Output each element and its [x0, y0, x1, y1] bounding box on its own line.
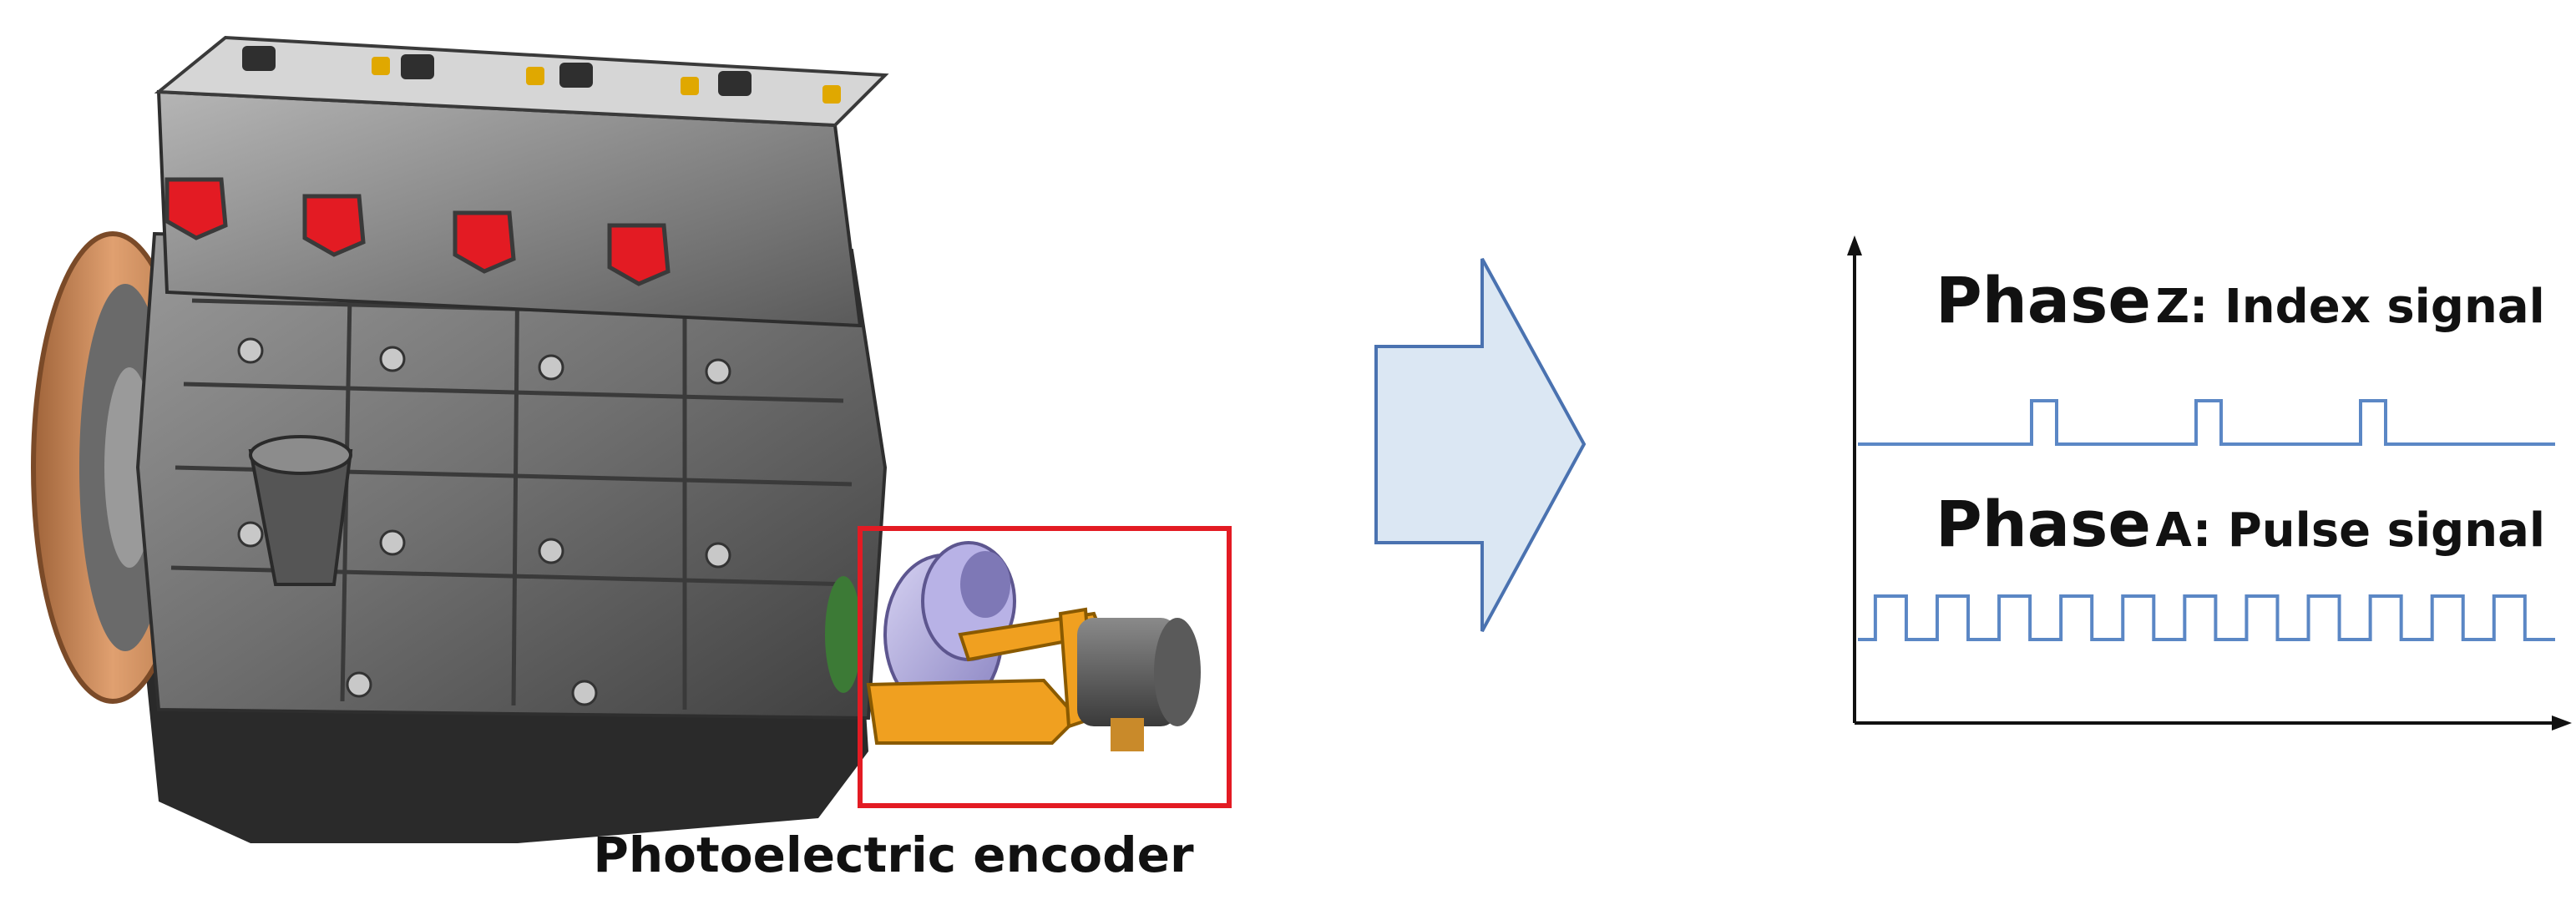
x-axis-arrowhead — [2552, 715, 2572, 731]
phase-z-index-waveform — [1858, 399, 2555, 446]
encoder-bracket — [866, 607, 1105, 745]
phase-z-label: Phase Z: Index signal — [1936, 269, 2545, 332]
phase-a-suffix: A: Pulse signal — [2155, 503, 2546, 558]
phase-a-word: Phase — [1936, 487, 2151, 561]
phase-z-suffix: Z: Index signal — [2155, 280, 2545, 334]
engine-illustration — [31, 35, 1201, 843]
encoder-caption: Photoelectric encoder — [593, 827, 1194, 883]
encoder-highlight-box — [858, 526, 1232, 808]
phase-z-word: Phase — [1936, 263, 2151, 337]
y-axis-arrowhead — [1847, 235, 1862, 255]
phase-a-pulse-waveform — [1858, 594, 2555, 641]
right-arrow-icon — [1374, 258, 1587, 632]
exhaust-ports — [164, 177, 671, 286]
signal-plot — [1847, 235, 2572, 731]
phase-a-label: Phase A: Pulse signal — [1936, 493, 2545, 556]
cylinder-head — [156, 89, 863, 328]
encoder-hub — [883, 541, 1016, 715]
photoelectric-encoder — [1077, 618, 1201, 751]
